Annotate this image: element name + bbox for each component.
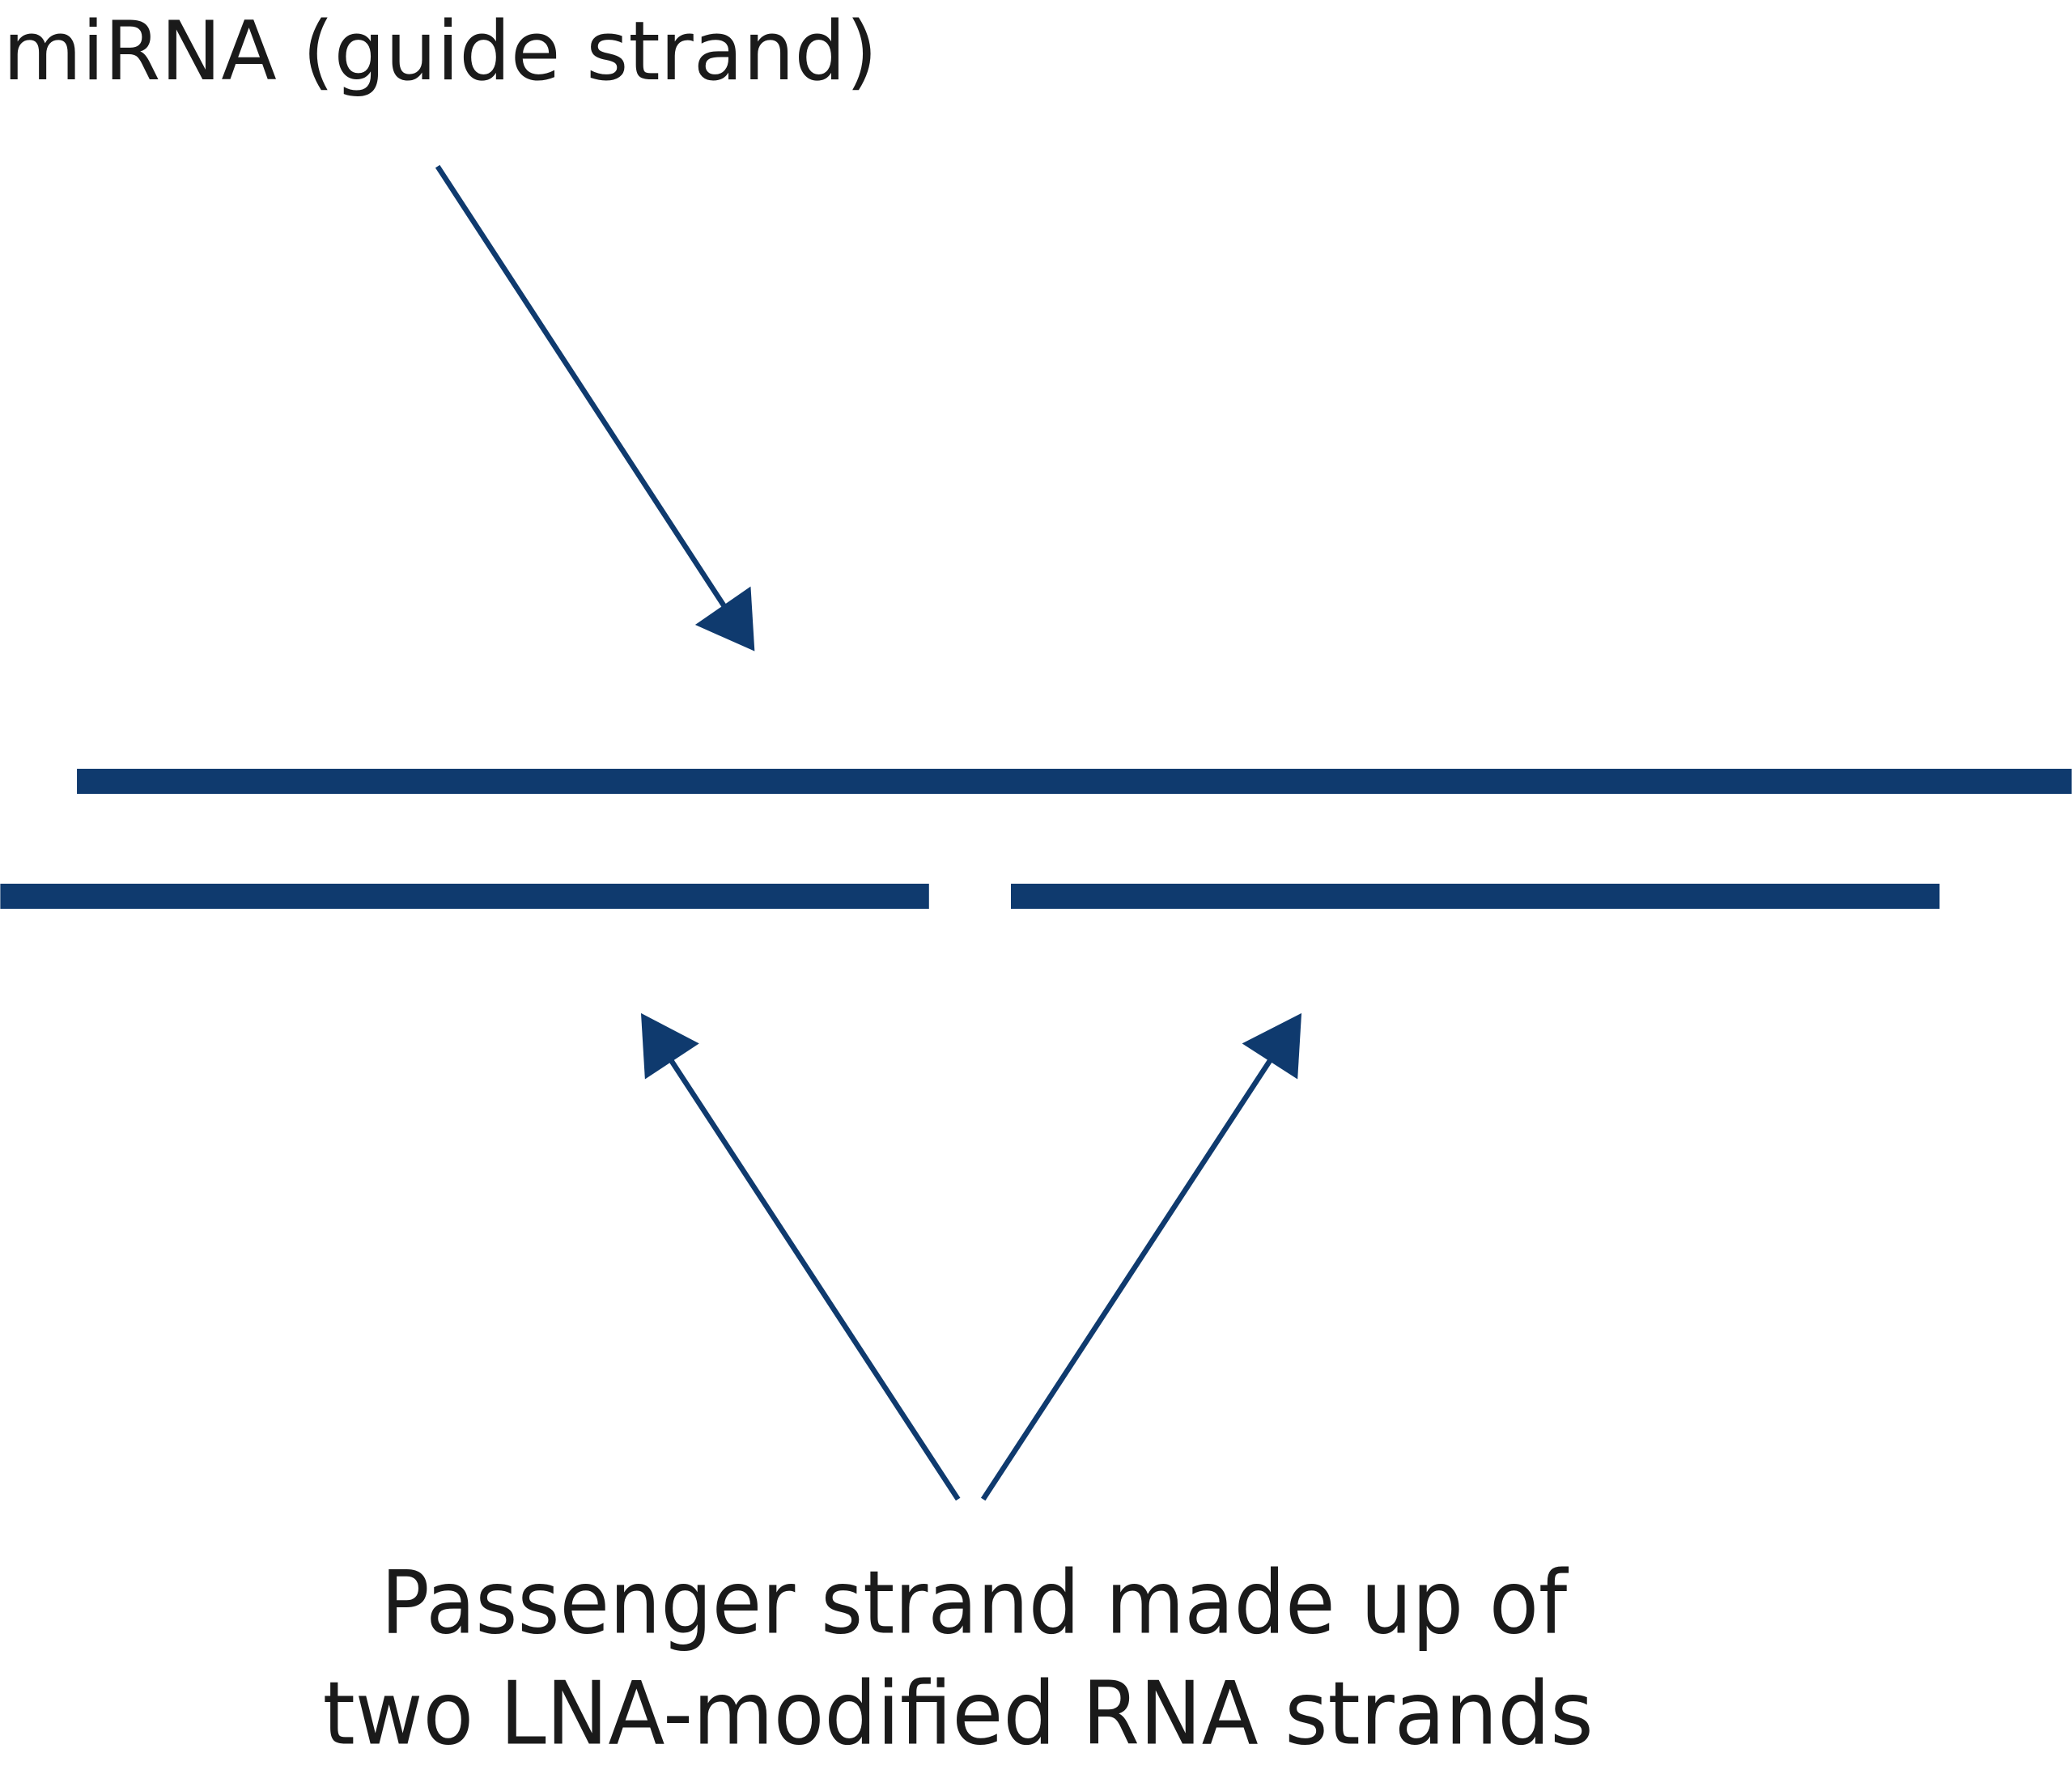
passenger-arrow-left-shaft xyxy=(666,1055,961,1501)
guide-arrow-shaft xyxy=(435,164,729,612)
passenger-arrow-right-head xyxy=(1242,1012,1302,1080)
guide-strand xyxy=(77,768,2072,794)
passenger-strand-right xyxy=(1010,883,1940,909)
guide-arrow-head xyxy=(694,586,755,651)
guide-arrow xyxy=(435,164,755,651)
passenger-label-line1: Passenger strand made up of xyxy=(380,1552,1569,1653)
passenger-arrow-right-shaft xyxy=(980,1055,1275,1501)
passenger-arrow-left xyxy=(640,1012,961,1501)
passenger-label-line2: two LNA-modified RNA strands xyxy=(323,1663,1594,1764)
passenger-strand-left xyxy=(0,883,929,909)
passenger-arrow-left-head xyxy=(640,1012,699,1080)
guide-strand-label: miRNA (guide strand) xyxy=(3,3,877,99)
passenger-arrow-right xyxy=(980,1012,1302,1501)
